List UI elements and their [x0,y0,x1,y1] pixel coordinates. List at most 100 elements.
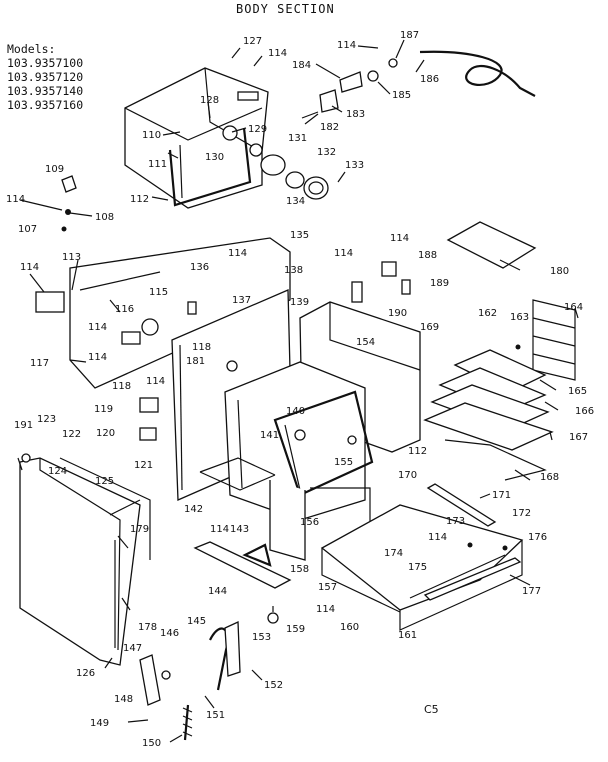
model-number: 103.9357140 [7,84,84,98]
back-panel-drawing [35,237,291,389]
cover-panel-drawing [446,221,537,269]
callout-139: 139 [290,297,309,308]
callout-184: 184 [292,60,311,71]
models-heading: Models: [7,42,56,56]
callout-labels: 127 114 114 187 184 185 186 183 128 129 … [6,30,594,749]
round-parts-drawing [260,154,329,200]
callout-138: 138 [284,265,303,276]
door-hinge-drawing [139,621,241,741]
callout-123: 123 [37,414,56,425]
oven-door-drawing [17,453,151,666]
callout-160: 160 [340,622,359,633]
callout-140: 140 [286,406,305,417]
callout-176: 176 [528,532,547,543]
callout-143: 143 [230,524,249,535]
callout-159: 159 [286,624,305,635]
callout-178: 178 [138,622,157,633]
callout-114: 114 [88,352,107,363]
callout-191: 191 [14,420,33,431]
callout-148: 148 [114,694,133,705]
oven-racks-drawing [423,299,576,481]
callout-114: 114 [146,376,165,387]
callout-168: 168 [540,472,559,483]
storage-drawer-drawing [320,483,524,631]
callout-108: 108 [95,212,114,223]
callout-142: 142 [184,504,203,515]
callout-171: 171 [492,490,511,501]
callout-130: 130 [205,152,224,163]
callout-155: 155 [334,457,353,468]
callout-147: 147 [123,643,142,654]
model-number: 103.9357120 [7,70,84,84]
callout-185: 185 [392,90,411,101]
callout-175: 175 [408,562,427,573]
callout-111: 111 [148,159,167,170]
diagram-title: BODY SECTION [236,2,335,16]
callout-112: 112 [130,194,149,205]
callout-134: 134 [286,196,305,207]
callout-166: 166 [575,406,594,417]
callout-190: 190 [388,308,407,319]
callout-107: 107 [18,224,37,235]
callout-120: 120 [96,428,115,439]
callout-180: 180 [550,266,569,277]
callout-169: 169 [420,322,439,333]
callout-114: 114 [316,604,335,615]
oven-cavity-drawing [224,261,421,521]
diagram-code: C5 [424,703,439,716]
models-list: Models: 103.9357100 103.9357120 103.9357… [7,42,83,112]
leader-lines [29,39,579,743]
callout-170: 170 [398,470,417,481]
callout-161: 161 [398,630,417,641]
callout-137: 137 [232,295,251,306]
callout-125: 125 [95,476,114,487]
callout-132: 132 [317,147,336,158]
callout-119: 119 [94,404,113,415]
callout-114: 114 [6,194,25,205]
callout-141: 141 [260,430,279,441]
callout-152: 152 [264,680,283,691]
callout-114: 114 [390,233,409,244]
callout-114: 114 [337,40,356,51]
callout-157: 157 [318,582,337,593]
callout-112: 112 [408,446,427,457]
callout-145: 145 [187,616,206,627]
callout-114: 114 [88,322,107,333]
hinge-small-parts-drawing [19,175,93,232]
callout-144: 144 [208,586,227,597]
callout-117: 117 [30,358,49,369]
callout-122: 122 [62,429,81,440]
callout-177: 177 [522,586,541,597]
callout-115: 115 [149,287,168,298]
callout-181: 181 [186,356,205,367]
callout-151: 151 [206,710,225,721]
callout-128: 128 [200,95,219,106]
callout-173: 173 [446,516,465,527]
callout-158: 158 [290,564,309,575]
callout-114: 114 [428,532,447,543]
callout-114: 114 [210,524,229,535]
callout-146: 146 [160,628,179,639]
callout-188: 188 [418,250,437,261]
callout-136: 136 [190,262,209,273]
callout-131: 131 [288,133,307,144]
callout-149: 149 [90,718,109,729]
callout-114: 114 [334,248,353,259]
callout-179: 179 [130,524,149,535]
callout-164: 164 [564,302,583,313]
callout-165: 165 [568,386,587,397]
callout-135: 135 [290,230,309,241]
callout-114: 114 [268,48,287,59]
callout-118: 118 [112,381,131,392]
callout-150: 150 [142,738,161,749]
lower-frame-drawing [193,457,371,624]
callout-124: 124 [48,466,67,477]
callout-133: 133 [345,160,364,171]
callout-156: 156 [300,517,319,528]
callout-127: 127 [243,36,262,47]
callout-187: 187 [400,30,419,41]
callout-114: 114 [228,248,247,259]
callout-182: 182 [320,122,339,133]
callout-129: 129 [248,124,267,135]
